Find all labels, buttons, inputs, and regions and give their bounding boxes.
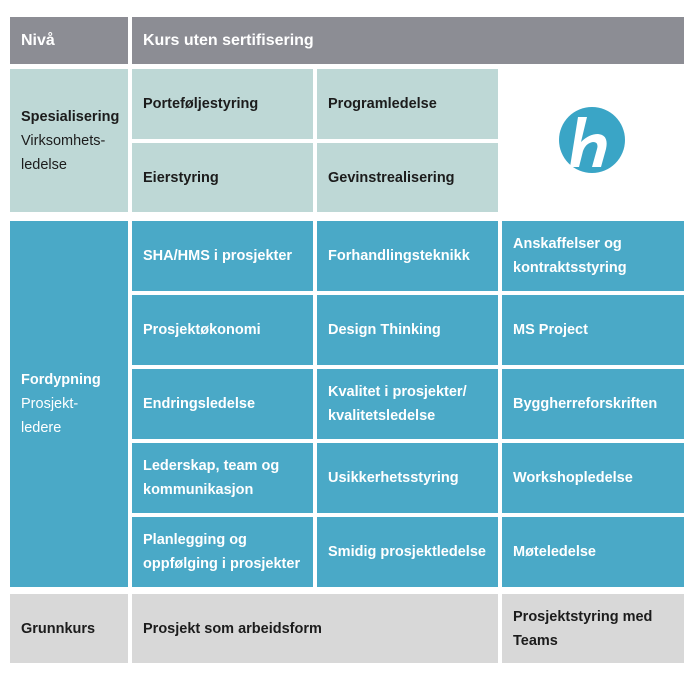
course-cell: Gevinstrealisering [317,143,498,212]
course-cell: Design Thinking [317,295,498,365]
course-cell: Endringsledelse [132,369,313,439]
course-cell: Prosjektstyring med Teams [502,594,684,663]
course-cell: Usikkerhetsstyring [317,443,498,513]
course-cell: Porteføljestyring [132,69,313,139]
course-cell: Planlegging og oppfølging i prosjekter [132,517,313,587]
course-cell: Kvalitet i prosjekter/ kvalitetsledelse [317,369,498,439]
course-cell: Møteledelse [502,517,684,587]
course-cell: Eierstyring [132,143,313,212]
level-title: Fordypning [21,372,101,388]
course-cell: Byggherreforskriften [502,369,684,439]
course-cell: SHA/HMS i prosjekter [132,221,313,291]
logo [501,69,684,212]
courses-header: Kurs uten sertifisering [132,17,684,64]
course-cell: Prosjektøkonomi [132,295,313,365]
level-grunnkurs: Grunnkurs [10,594,128,663]
course-cell: Smidig prosjektledelse [317,517,498,587]
level-title: Spesialisering [21,108,120,125]
level-spesialisering: Spesialisering Virksomhets- ledelse [10,69,128,212]
level-subtitle: Virksomhets- ledelse [21,132,106,173]
level-fordypning: Fordypning Prosjekt- ledere [10,221,128,587]
course-cell: Prosjekt som arbeidsform [132,594,498,663]
level-header: Nivå [10,17,128,64]
course-cell: Programledelse [317,69,498,139]
course-cell: MS Project [502,295,684,365]
course-cell: Lederskap, team og kommunikasjon [132,443,313,513]
level-subtitle: Prosjekt- ledere [21,396,79,436]
course-cell: Forhandlingsteknikk [317,221,498,291]
course-cell: Workshopledelse [502,443,684,513]
h-logo-icon [559,107,625,173]
course-cell: Anskaffelser og kontraktsstyring [502,221,684,291]
